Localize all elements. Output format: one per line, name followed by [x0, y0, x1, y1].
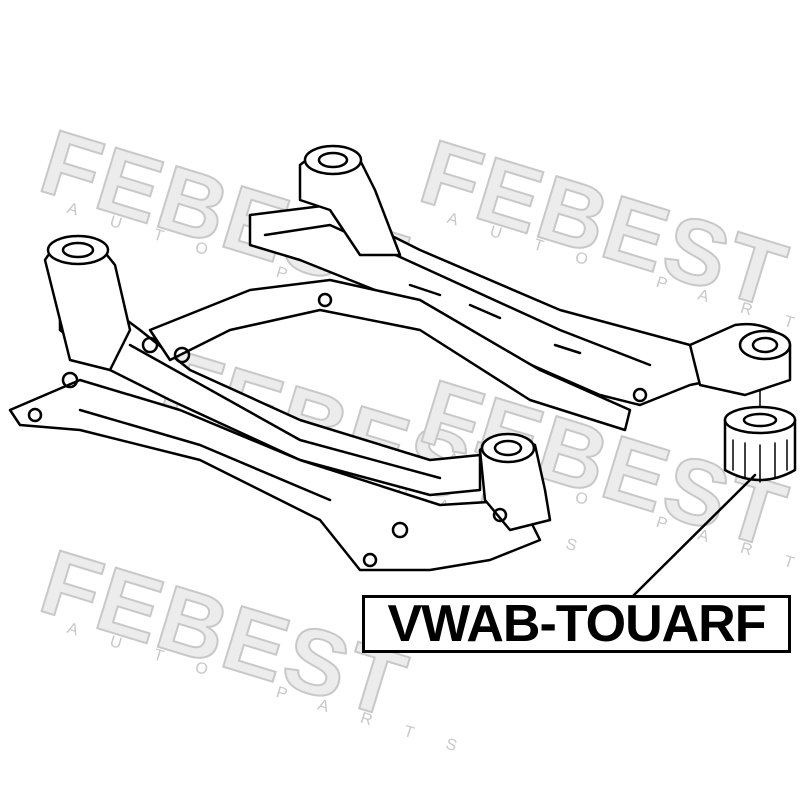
slot	[408, 283, 582, 355]
part-number-label: VWAB-TOUARF	[362, 595, 791, 653]
right-rail	[148, 278, 632, 432]
bushing-part	[723, 389, 797, 483]
leader-line	[630, 473, 757, 599]
part-number-text: VWAB-TOUARF	[387, 595, 766, 653]
